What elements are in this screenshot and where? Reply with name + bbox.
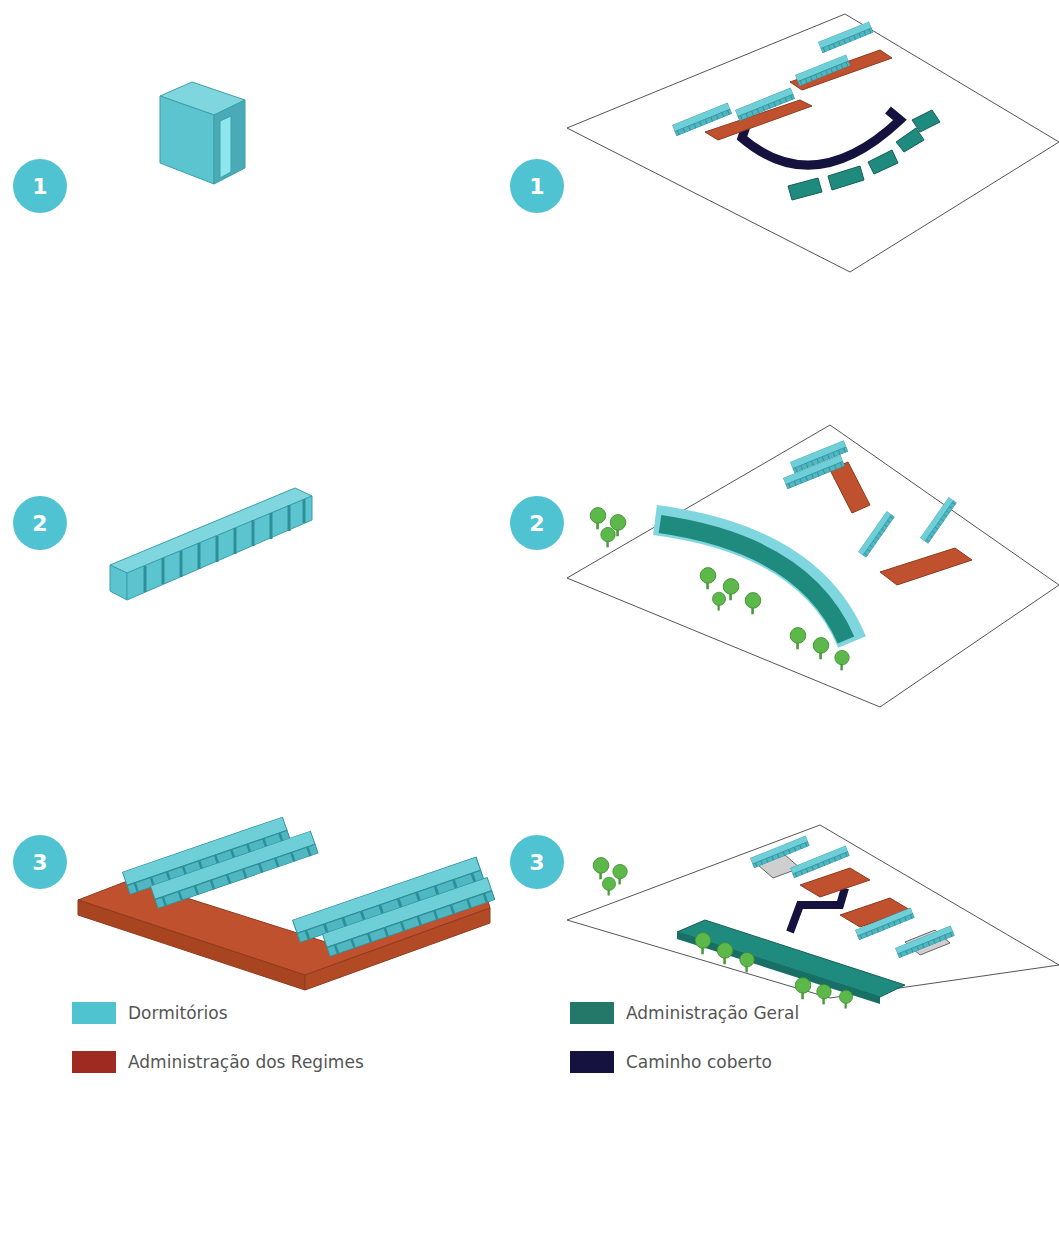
legend-entry: Administração Geral — [570, 1002, 799, 1024]
callout-text: 1 — [32, 174, 47, 199]
callout-text: 3 — [32, 850, 47, 875]
legend-swatch — [72, 1002, 116, 1024]
legend-text: Caminho coberto — [626, 1052, 772, 1072]
legend-entry: Administração dos Regimes — [72, 1051, 364, 1073]
site-plan-2 — [567, 425, 1059, 707]
legend-swatch — [72, 1051, 116, 1073]
site-plan-1 — [567, 14, 1059, 272]
legend-entry: Dormitórios — [72, 1002, 228, 1024]
legend-text: Administração dos Regimes — [128, 1052, 364, 1072]
callout-number: 1 — [13, 159, 67, 213]
legend-text: Administração Geral — [626, 1003, 799, 1023]
site-plan-3 — [567, 825, 1059, 1009]
callout-text: 2 — [529, 511, 544, 536]
callout-text: 2 — [32, 511, 47, 536]
cell-cube — [160, 82, 245, 184]
callout-number: 2 — [13, 496, 67, 550]
legend-text: Dormitórios — [128, 1003, 228, 1023]
callout-number: 2 — [510, 496, 564, 550]
callout-text: 3 — [529, 850, 544, 875]
callout-number: 3 — [510, 835, 564, 889]
dormitory-bar — [110, 488, 312, 600]
legend-entry: Caminho coberto — [570, 1051, 772, 1073]
legend-swatch — [570, 1051, 614, 1073]
callout-text: 1 — [529, 174, 544, 199]
callout-number: 1 — [510, 159, 564, 213]
callout-number: 3 — [13, 835, 67, 889]
legend-swatch — [570, 1002, 614, 1024]
regime-block — [78, 817, 495, 990]
